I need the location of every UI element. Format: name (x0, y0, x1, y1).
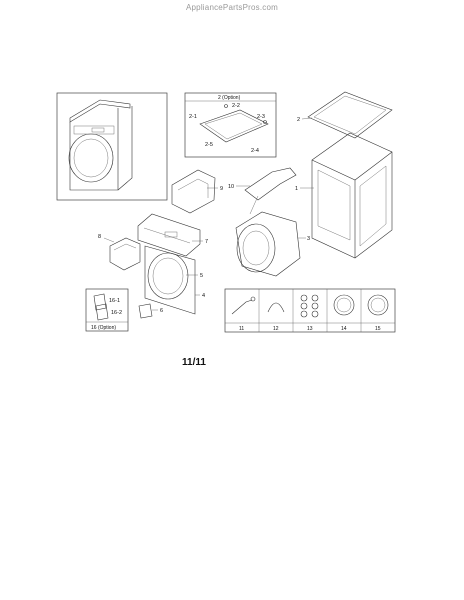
callout-10: 10 (228, 184, 234, 190)
accessory-label-11: 11 (239, 326, 244, 332)
callout-5: 5 (200, 273, 203, 279)
part-label-2-4: 2-4 (251, 148, 259, 154)
cabinet-part: 1 (295, 132, 393, 259)
callout-1: 1 (295, 186, 298, 192)
tub-drum-assembly-part: 3 (235, 211, 310, 277)
accessory-label-12: 12 (273, 326, 279, 332)
sub-parts-caption: 16 (Option) (91, 325, 116, 331)
watermark: AppliancePartsPros.com (186, 3, 278, 12)
callout-3: 3 (307, 236, 310, 242)
callout-6: 6 (160, 308, 163, 314)
part-label-2-1: 2-1 (189, 114, 197, 120)
callout-8: 8 (98, 234, 101, 240)
sub-part-16-2: 16-2 (111, 310, 122, 316)
page-number: 11/11 (182, 357, 206, 368)
top-cover-part: 2 (297, 91, 393, 139)
accessory-label-15: 15 (375, 326, 381, 332)
accessory-label-13: 13 (307, 326, 313, 332)
part-label-2-3: 2-3 (257, 114, 265, 120)
control-panel-part: 7 (137, 213, 208, 257)
front-panel-and-door-part: 5 4 (144, 245, 205, 315)
accessories-strip: 11 12 13 14 15 (224, 288, 396, 333)
hose-assembly-part: 10 (228, 167, 297, 215)
part-label-2-5: 2-5 (205, 142, 213, 148)
label-sheet-part: 6 (138, 303, 163, 319)
assembled-washer-reference (56, 92, 168, 201)
callout-4: 4 (202, 293, 205, 299)
callout-7: 7 (205, 239, 208, 245)
part-label-2-2: 2-2 (232, 103, 240, 109)
manual-option-box: 16-1 16-2 16 (Option) (85, 288, 129, 332)
option-box-title: 2 (Option) (218, 95, 241, 101)
detergent-drawer-part: 8 (98, 234, 141, 271)
option-top-cover-box: 2 (Option) 2-1 2-2 2-3 2-4 2-5 (184, 92, 277, 158)
dispenser-housing-part: 9 (171, 169, 223, 214)
callout-2: 2 (297, 117, 300, 123)
accessory-label-14: 14 (341, 326, 347, 332)
sub-part-16-1: 16-1 (109, 298, 120, 304)
callout-9: 9 (220, 186, 223, 192)
